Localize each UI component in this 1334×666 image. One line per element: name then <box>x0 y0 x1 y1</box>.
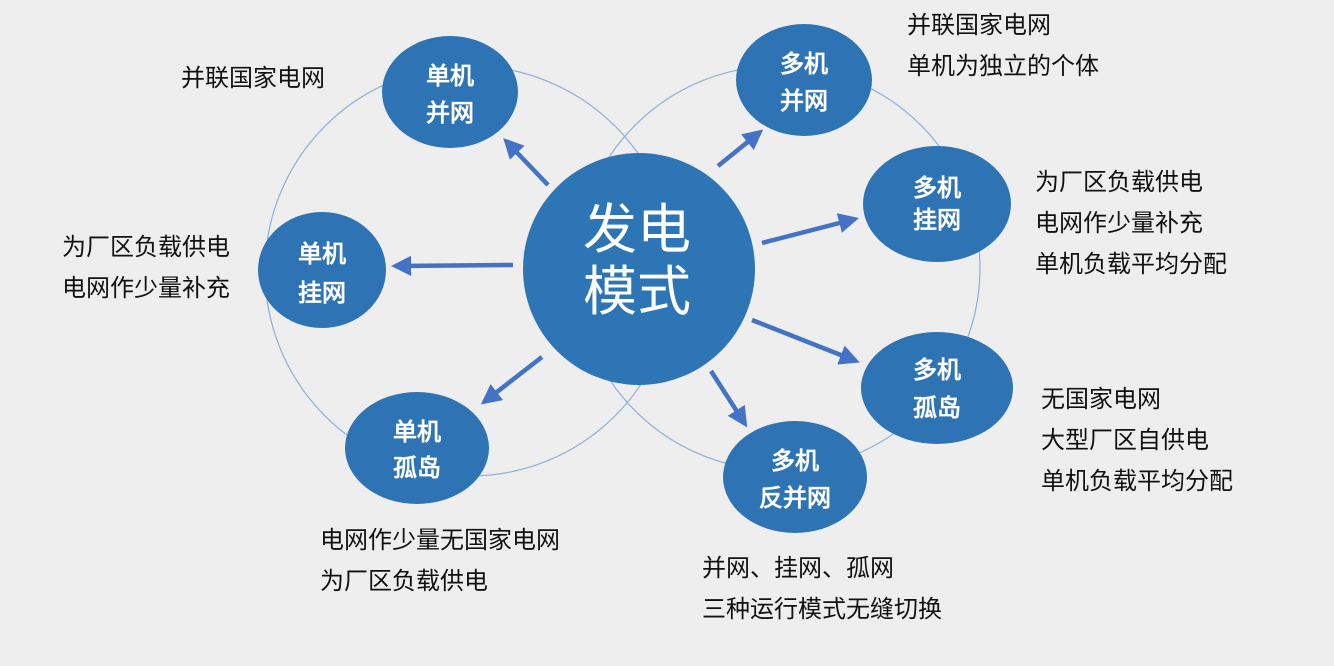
arrow-to-single-hang <box>390 255 514 276</box>
node-label-line2: 反并网 <box>759 484 831 512</box>
note-line: 并联国家电网 <box>181 64 325 92</box>
arrow-to-single-island <box>480 355 544 405</box>
node-single-grid: 单机 并网 <box>382 36 518 148</box>
note-multi-reverse: 并网、挂网、孤网 三种运行模式无缝切换 <box>702 548 942 630</box>
note-line: 电网作少量补充 <box>1035 209 1203 237</box>
note-single-island: 电网作少量无国家电网 为厂区负载供电 <box>320 520 560 602</box>
center-node: 发电 模式 <box>523 153 755 385</box>
note-line: 无国家电网 <box>1041 385 1161 413</box>
arrow-to-multi-hang <box>761 213 859 246</box>
node-label-line1: 多机 <box>771 447 819 475</box>
note-line: 为厂区负载供电 <box>62 233 230 261</box>
note-line: 电网作少量补充 <box>62 274 230 302</box>
note-line: 电网作少量无国家电网 <box>320 526 560 554</box>
note-multi-grid: 并联国家电网 单机为独立的个体 <box>907 5 1099 87</box>
arrow-to-multi-reverse <box>709 369 748 428</box>
arrows <box>390 129 860 428</box>
note-single-grid: 并联国家电网 <box>181 58 325 99</box>
node-label-line2: 孤岛 <box>913 394 961 422</box>
node-multi-grid: 多机 并网 <box>736 24 872 136</box>
node-label-line2: 孤岛 <box>393 454 441 482</box>
note-single-hang: 为厂区负载供电 电网作少量补充 <box>62 227 230 309</box>
arrow-to-multi-grid <box>716 129 764 168</box>
node-single-island: 单机 孤岛 <box>345 392 489 504</box>
node-label-line2: 挂网 <box>298 279 346 307</box>
center-title-line2: 模式 <box>583 260 691 323</box>
note-multi-island: 无国家电网 大型厂区自供电 单机负载平均分配 <box>1041 379 1233 502</box>
note-line: 单机为独立的个体 <box>907 52 1099 80</box>
node-label-line1: 多机 <box>913 356 961 384</box>
center-title-line1: 发电 <box>583 198 691 261</box>
note-line: 三种运行模式无缝切换 <box>702 595 942 623</box>
note-line: 并联国家电网 <box>907 11 1051 39</box>
node-multi-hang: 多机 挂网 <box>863 146 1011 262</box>
arrow-to-multi-island <box>751 317 860 365</box>
node-label-line2: 并网 <box>780 87 828 115</box>
node-label-line1: 单机 <box>393 418 441 446</box>
note-line: 为厂区负载供电 <box>1035 168 1203 196</box>
node-multi-reverse: 多机 反并网 <box>723 421 867 533</box>
node-multi-island: 多机 孤岛 <box>861 332 1013 444</box>
note-line: 单机负载平均分配 <box>1041 467 1233 495</box>
note-line: 并网、挂网、孤网 <box>702 554 894 582</box>
note-multi-hang: 为厂区负载供电 电网作少量补充 单机负载平均分配 <box>1035 162 1227 285</box>
node-label-line1: 单机 <box>426 62 474 90</box>
node-label-line1: 单机 <box>298 240 346 268</box>
note-line: 大型厂区自供电 <box>1041 426 1209 454</box>
node-label-line2: 挂网 <box>913 206 961 234</box>
note-line: 为厂区负载供电 <box>320 567 488 595</box>
note-line: 单机负载平均分配 <box>1035 250 1227 278</box>
node-label-line2: 并网 <box>426 99 474 127</box>
node-single-hang: 单机 挂网 <box>258 212 386 328</box>
node-label-line1: 多机 <box>913 174 961 202</box>
node-label-line1: 多机 <box>780 50 828 78</box>
arrow-to-single-grid <box>503 138 550 187</box>
